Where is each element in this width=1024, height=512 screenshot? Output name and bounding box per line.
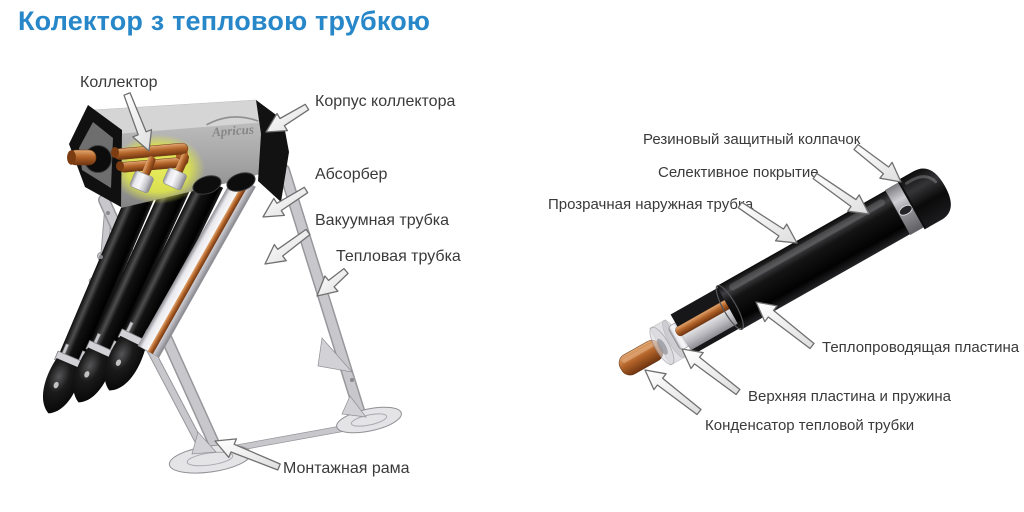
- tube-socket-2: [162, 153, 190, 191]
- tube-bottom-cap: [42, 358, 83, 414]
- rubber-cap-arrow: [853, 143, 902, 183]
- collector-assembly-illustration: Apricus Коллектор: [42, 74, 461, 477]
- label-condenser: Конденсатор тепловой трубки: [705, 417, 914, 434]
- label-outer-tube: Прозрачная наружная трубка: [548, 196, 754, 213]
- tube-bottom-cap: [104, 335, 146, 391]
- outer-tube-black: [715, 190, 911, 331]
- outer-tube-arrow: [737, 201, 798, 244]
- label-rubber-cap: Резиновый защитный колпачок: [643, 131, 861, 148]
- label-absorber: Абсорбер: [315, 166, 388, 183]
- tube-bottom-cap: [73, 347, 114, 403]
- brand-logo: Apricus: [206, 116, 259, 140]
- housing-end-cap-left: [67, 105, 122, 207]
- mounting-frame-arrow: [214, 438, 281, 471]
- absorber-arrow: [262, 186, 309, 218]
- label-heat-pipe: Тепловая трубка: [336, 248, 461, 265]
- tube-end-bracket: [317, 337, 353, 373]
- top-plate-spring-arrow: [681, 348, 741, 396]
- page-title: Колектор з тепловою трубкою: [18, 6, 430, 36]
- svg-text:Apricus: Apricus: [211, 122, 255, 140]
- label-heat-plate: Теплопроводящая пластина: [822, 339, 1020, 356]
- label-housing: Корпус коллектора: [315, 93, 455, 110]
- housing-arrow: [265, 103, 310, 133]
- selective-coating-arrow: [812, 172, 870, 215]
- vacuum-tube-arrow: [264, 228, 311, 265]
- label-vacuum-tube: Вакуумная трубка: [315, 212, 449, 229]
- label-collector: Коллектор: [80, 74, 158, 91]
- rubber-protective-cap: [897, 168, 951, 230]
- tube-socket-4: [226, 172, 256, 192]
- heat-transfer-fin: [680, 301, 747, 351]
- vacuum-tube-illustration: Резиновый защитный колпачок Селективное …: [548, 131, 1020, 434]
- label-mounting-frame: Монтажная рама: [283, 460, 410, 477]
- heat-pipe-arrow: [316, 267, 349, 297]
- left-diagram-labels: Коллектор Корпус коллектора Абсорбер Вак…: [80, 74, 461, 477]
- tube-cut-edge: [715, 284, 744, 331]
- heat-pipe-tube-cutaway: [137, 174, 256, 358]
- label-selective-coating: Селективное покрытие: [658, 164, 819, 181]
- right-diagram-labels: Резиновый защитный колпачок Селективное …: [548, 131, 1020, 434]
- vacuum-tube-black-1: [42, 180, 158, 414]
- collector-housing: Apricus: [67, 99, 289, 208]
- heat-pipe-strip: [147, 180, 250, 355]
- collector-arrow: [123, 92, 153, 152]
- heat-plate-arrow: [755, 301, 815, 350]
- tube-socket-1: [129, 156, 156, 193]
- condenser-arrow: [644, 369, 702, 416]
- tube-socket-3: [192, 175, 222, 195]
- label-top-plate-spring: Верхняя пластина и пружина: [748, 388, 952, 405]
